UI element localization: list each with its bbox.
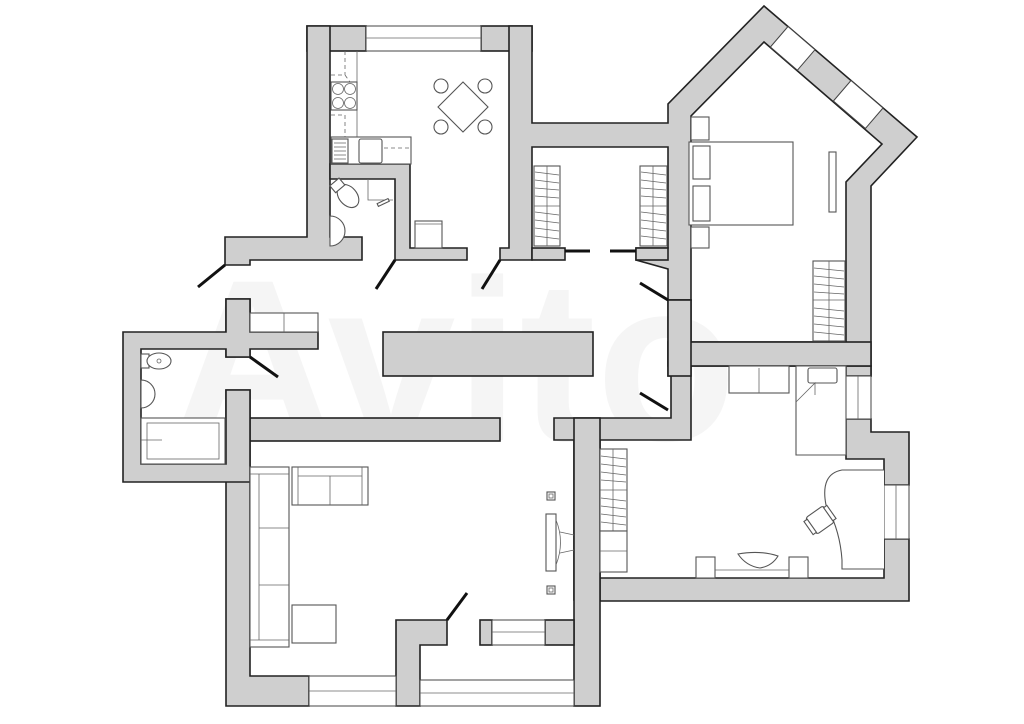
bathroom-sink-icon <box>140 379 156 409</box>
wall-stub <box>544 619 575 646</box>
office-shelf-unit <box>599 530 628 573</box>
windows <box>308 25 910 707</box>
living-sofa <box>249 466 290 648</box>
balcony-door-window <box>491 619 546 646</box>
toilet-tank <box>329 177 346 194</box>
toilet-icon <box>146 352 172 370</box>
wall-wc <box>329 163 468 261</box>
walls <box>122 4 919 707</box>
window-bedroom-1 <box>769 25 816 71</box>
bathtub <box>140 417 226 465</box>
living-tv <box>545 513 557 572</box>
chair-icon <box>433 119 449 135</box>
door-bedroom <box>639 281 669 302</box>
office-cabinet <box>795 365 847 456</box>
kitchen-sink <box>358 138 383 164</box>
chair-icon <box>433 78 449 94</box>
stove-burner-icon <box>332 97 344 109</box>
wall-bedroom-left <box>667 299 692 377</box>
wc-accessory <box>376 197 391 208</box>
ottoman <box>291 604 337 644</box>
dining-table <box>437 81 489 133</box>
window-kitchen <box>365 25 482 52</box>
window-bedroom-2 <box>832 79 884 130</box>
doors <box>197 249 669 621</box>
office-shelf <box>807 367 838 384</box>
bedroom-tv <box>828 151 837 213</box>
wall-central-column <box>382 331 594 377</box>
speaker-icon <box>546 585 556 595</box>
bedroom-furniture <box>533 116 846 342</box>
wc-sink-icon <box>329 215 346 247</box>
stove-burner-icon <box>344 83 356 95</box>
wall-closet-stub <box>635 247 669 261</box>
wall-bedroom-office <box>667 341 872 367</box>
chair-icon <box>477 119 493 135</box>
door-kitchen <box>480 259 502 290</box>
wall-bathroom <box>122 298 319 483</box>
desk-drawer <box>695 556 716 579</box>
window-office-2 <box>883 484 910 540</box>
door-office <box>639 391 669 412</box>
window-office-1 <box>845 375 872 420</box>
nightstand <box>690 116 710 141</box>
desk-chair-icon <box>737 551 779 569</box>
office-furniture <box>599 365 884 579</box>
door-entrance <box>197 263 226 289</box>
door-balcony <box>445 592 469 621</box>
tv-stand <box>555 519 575 566</box>
door-wc <box>374 259 397 290</box>
desk-drawer <box>788 556 809 579</box>
stove-burner-icon <box>332 83 344 95</box>
chair-icon <box>477 78 493 94</box>
wall-closet-stub <box>531 247 566 261</box>
wall-stub <box>479 619 493 646</box>
wc-fixtures <box>329 177 393 247</box>
pillow <box>692 185 711 222</box>
door-bathroom <box>249 355 279 379</box>
stove-burner-icon <box>344 97 356 109</box>
stove <box>330 81 358 111</box>
living-furniture <box>249 466 575 648</box>
wall-living-right <box>573 417 601 707</box>
bathroom-fixtures <box>140 312 319 465</box>
speaker-icon <box>546 491 556 501</box>
wc-shelf <box>367 179 393 201</box>
corner-desk <box>824 469 884 570</box>
wall-living-top <box>225 417 501 442</box>
office-chair-icon <box>803 504 837 536</box>
pillow <box>692 145 711 180</box>
kitchen-furniture <box>330 51 493 249</box>
wall-kitchen-right-bedroom <box>499 4 919 377</box>
nightstand <box>690 226 710 249</box>
washing-machine <box>414 220 443 249</box>
kitchen-cabinets <box>331 51 351 137</box>
